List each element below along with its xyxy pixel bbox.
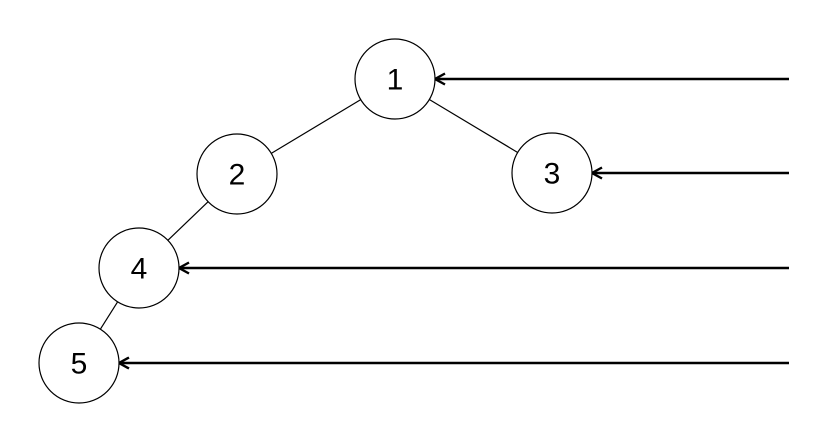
nodes-layer: 1 2 3 4 5	[38, 38, 593, 404]
edges-layer	[99, 99, 518, 330]
node-label-2: 2	[229, 159, 246, 192]
node-label-3: 3	[544, 158, 561, 191]
arrows-layer	[116, 72, 789, 370]
tree-node-4	[98, 227, 180, 309]
tree-edge-1-3	[429, 99, 518, 153]
node-label-1: 1	[387, 64, 404, 97]
tree-node-2	[196, 133, 278, 215]
tree-node-1	[354, 38, 436, 120]
tree-edge-2-4	[167, 201, 209, 241]
node-label-4: 4	[131, 253, 148, 286]
node-label-5: 5	[71, 348, 88, 381]
tree-edge-1-2	[270, 99, 362, 154]
tree-node-5	[38, 322, 120, 404]
tree-node-3	[511, 132, 593, 214]
tree-edge-4-5	[99, 301, 119, 330]
